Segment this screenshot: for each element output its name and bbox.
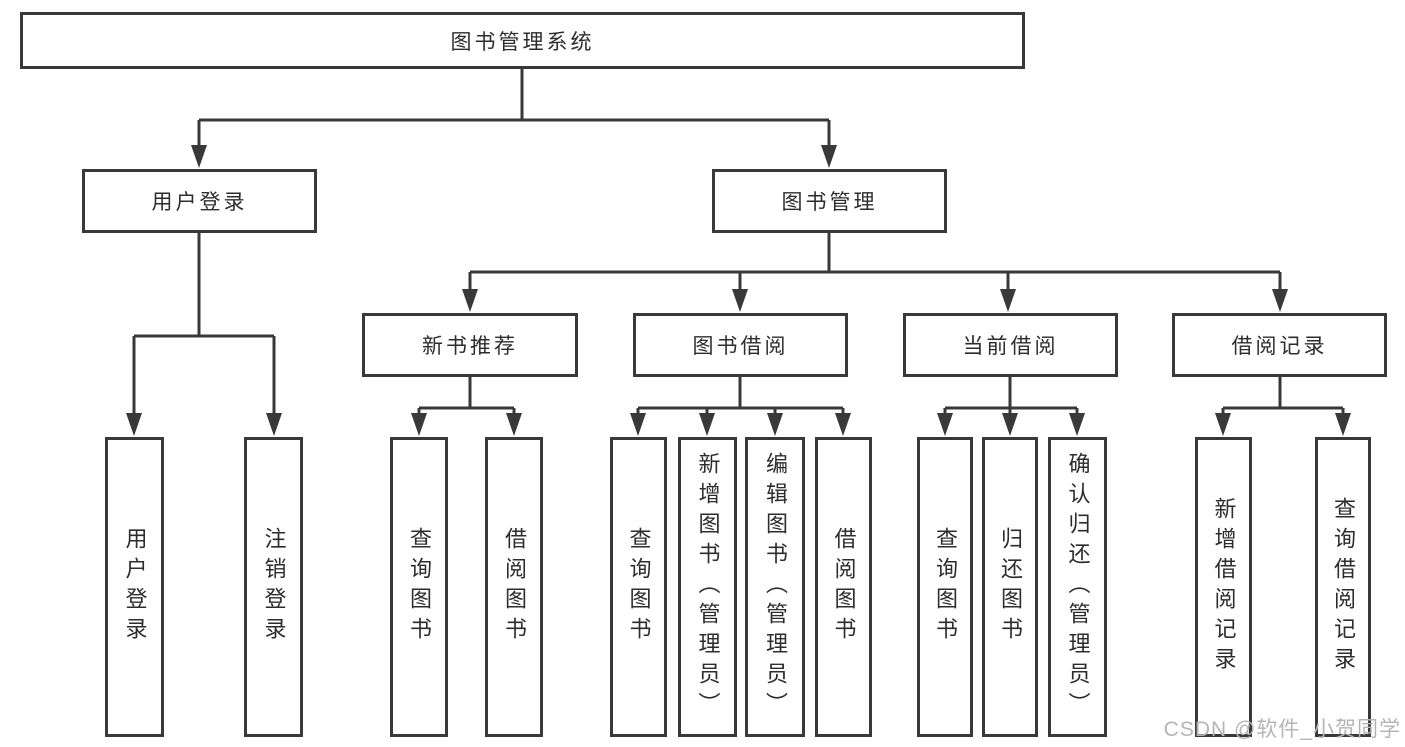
- leaf-return-books: 归还图书: [982, 437, 1038, 737]
- arrowhead-icon: [191, 145, 837, 168]
- leaf-user-login: 用户登录: [105, 437, 164, 737]
- arrowhead-icon: [126, 413, 282, 436]
- node-book-management: 图书管理: [712, 169, 947, 233]
- connector-borrowing-records-children: [1221, 377, 1345, 424]
- connector-new-book-children: [417, 377, 516, 424]
- node-book-borrowing: 图书借阅: [633, 313, 848, 377]
- arrowhead-icon: [462, 289, 1288, 312]
- node-library-management-system: 图书管理系统: [20, 12, 1025, 69]
- node-user-login: 用户登录: [82, 169, 317, 233]
- leaf-query-borrow-record: 查询借阅记录: [1315, 437, 1371, 737]
- connector-root-to-level2: [197, 69, 831, 152]
- connector-user-login-children: [132, 232, 276, 424]
- leaf-add-borrow-record: 新增借阅记录: [1195, 437, 1252, 737]
- node-new-book-recommendation: 新书推荐: [362, 313, 578, 377]
- arrowhead-icon: [411, 413, 522, 436]
- leaf-query-books-borrowing: 查询图书: [610, 437, 667, 737]
- leaf-borrow-books: 借阅图书: [815, 437, 872, 737]
- arrowhead-icon: [1215, 413, 1351, 436]
- arrowhead-icon: [630, 413, 851, 436]
- node-borrowing-records: 借阅记录: [1172, 313, 1387, 377]
- leaf-edit-books-admin: 编辑图书（管理员）: [745, 437, 805, 737]
- leaf-query-books-recommend: 查询图书: [390, 437, 448, 737]
- connector-book-management-children: [468, 233, 1282, 300]
- arrowhead-icon: [937, 413, 1085, 436]
- leaf-confirm-return-admin: 确认归还（管理员）: [1048, 437, 1107, 737]
- leaf-add-books-admin: 新增图书（管理员）: [678, 437, 737, 737]
- node-current-borrowing: 当前借阅: [903, 313, 1118, 377]
- leaf-borrow-books-recommend: 借阅图书: [485, 437, 543, 737]
- connector-book-borrowing-children: [636, 377, 845, 424]
- csdn-watermark: CSDN @软件_小贺同学: [1163, 718, 1401, 741]
- leaf-logout: 注销登录: [244, 437, 303, 737]
- leaf-query-books-current: 查询图书: [917, 437, 973, 737]
